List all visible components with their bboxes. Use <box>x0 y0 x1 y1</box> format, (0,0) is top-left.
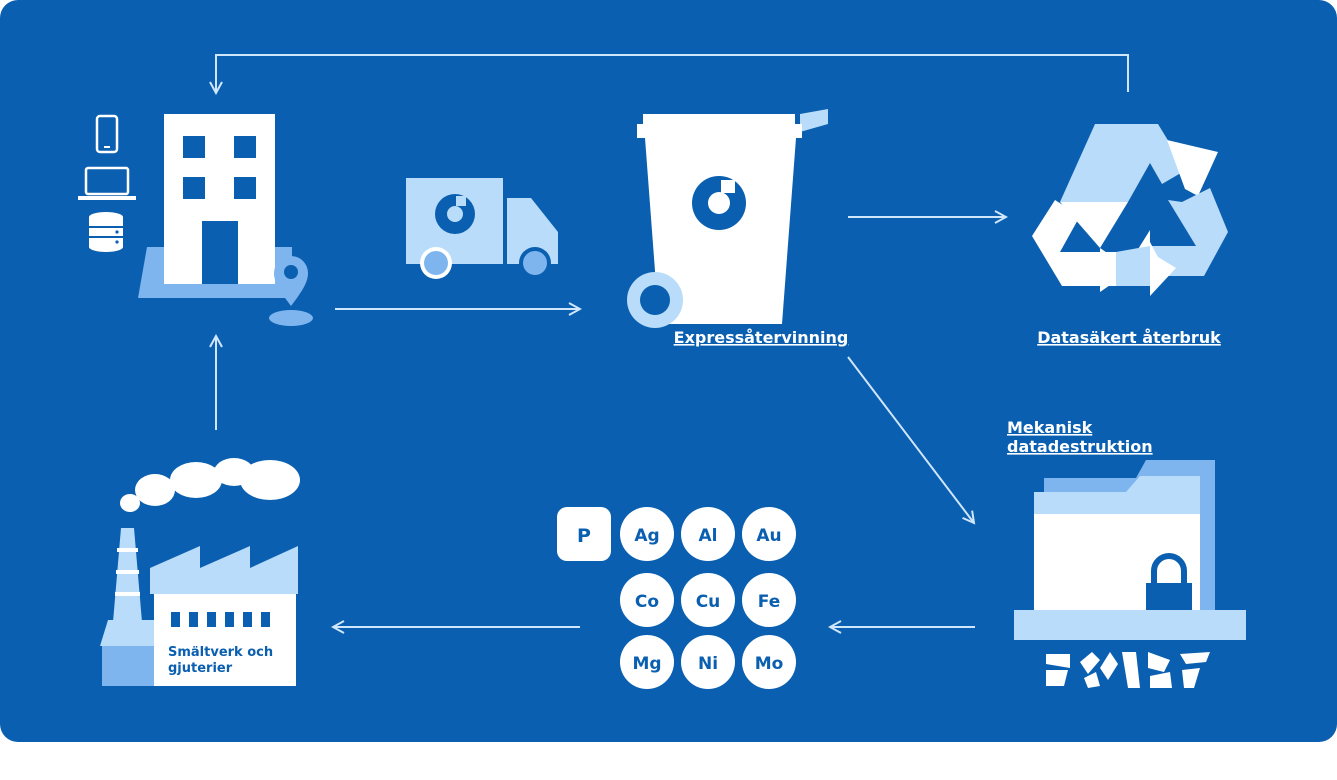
label-reuse: Datasäkert återbruk <box>1037 328 1221 347</box>
shredder-icon <box>1014 460 1246 688</box>
element-label-mo: Mo <box>755 654 784 674</box>
shredded-pieces <box>1046 652 1210 688</box>
element-label-au: Au <box>756 526 781 546</box>
element-label-co: Co <box>635 592 659 612</box>
element-label-al: Al <box>699 526 718 546</box>
delivery-truck-icon <box>406 178 558 279</box>
devices-group <box>78 114 136 252</box>
element-badge-cu <box>681 573 735 627</box>
label-smelter-line1: Smältverk och <box>168 645 273 660</box>
element-label-fe: Fe <box>758 592 780 612</box>
element-badge-au <box>742 507 796 561</box>
shredder-base <box>1014 610 1246 640</box>
element-label-cu: Cu <box>696 592 721 612</box>
element-badge-p <box>557 507 611 561</box>
label-express: Expressåtervinning <box>674 328 849 347</box>
label-smelter-line2: gjuterier <box>168 661 233 676</box>
factory-icon <box>100 458 300 686</box>
element-label-p: P <box>577 525 591 547</box>
element-badge-ni <box>681 635 735 689</box>
office-building-icon <box>138 114 292 298</box>
smoke-cloud <box>120 458 300 512</box>
location-pin-icon <box>269 256 313 326</box>
flow-arrows <box>216 54 1129 627</box>
element-badge-fe <box>742 573 796 627</box>
element-label-mg: Mg <box>632 654 661 674</box>
server-icon <box>89 212 123 252</box>
element-label-ni: Ni <box>698 654 718 674</box>
element-badge-ag <box>620 507 674 561</box>
padlock-icon <box>1146 553 1192 615</box>
background-panel <box>0 0 1337 742</box>
arrow-bin-to-shredder <box>847 356 974 523</box>
laptop-icon <box>78 166 136 200</box>
phone-icon <box>95 114 119 154</box>
element-badge-mo <box>742 635 796 689</box>
metal-elements-grid: P Ag Al Au Co Cu Fe Mg Ni Mo <box>557 507 796 689</box>
recycle-symbol-icon <box>1032 124 1228 296</box>
element-label-ag: Ag <box>634 526 659 546</box>
sawtooth-roof <box>150 546 298 594</box>
recycling-bin-icon <box>627 109 828 328</box>
label-destruction-line2: datadestruktion <box>1007 437 1153 456</box>
label-destruction-line1: Mekanisk <box>1007 418 1093 437</box>
element-badge-al <box>681 507 735 561</box>
arrow-reuse-to-office <box>216 54 1129 93</box>
element-badge-mg <box>620 635 674 689</box>
element-badge-co <box>620 573 674 627</box>
